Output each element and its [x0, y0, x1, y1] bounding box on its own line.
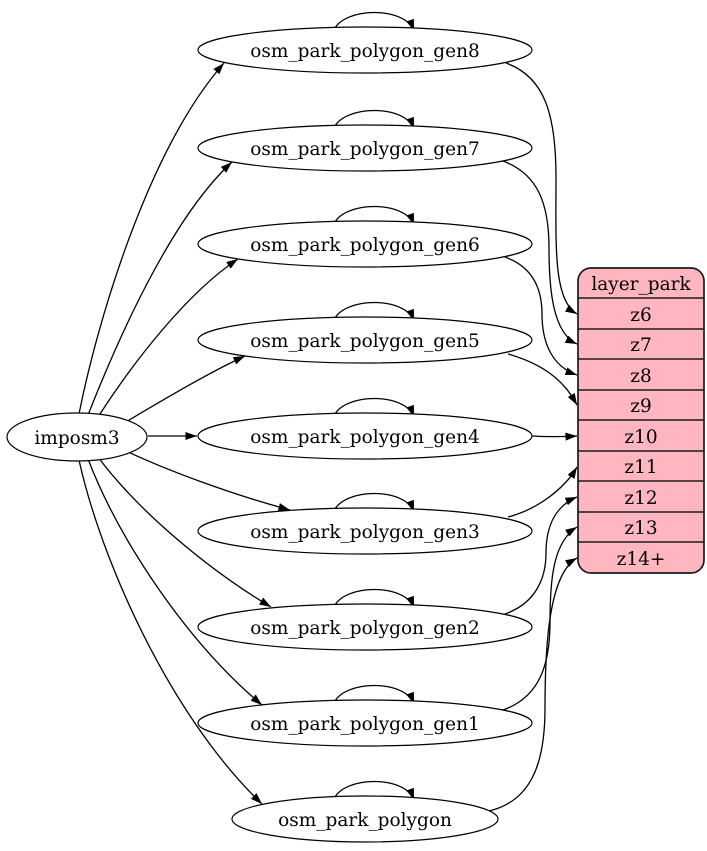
self-loop-gen5	[333, 301, 415, 322]
self-loop-gen1	[333, 684, 415, 705]
gen1-ellipse	[197, 699, 533, 747]
gen4-label: osm_park_polygon_gen4	[250, 427, 480, 448]
gen7-label: osm_park_polygon_gen7	[250, 139, 480, 160]
polygon-ellipse	[231, 795, 499, 843]
edge-imposm3-to-gen2	[97, 456, 272, 608]
row-label-z12: z12	[624, 488, 657, 509]
gen5-label: osm_park_polygon_gen5	[250, 331, 480, 352]
edge-imposm3-to-gen6	[97, 258, 239, 418]
edge-gen7-to-z7	[502, 160, 578, 345]
gen8-ellipse	[197, 26, 533, 74]
self-loop-gen8	[333, 11, 415, 32]
row-label-z13: z13	[624, 518, 657, 539]
gen2-label: osm_park_polygon_gen2	[250, 618, 480, 639]
edge-imposm3-to-polygon	[78, 459, 263, 805]
node-osm_park_polygon_gen4: osm_park_polygon_gen4	[197, 412, 533, 460]
self-loop-gen6	[333, 205, 415, 226]
row-label-z8: z8	[630, 366, 652, 387]
gen3-label: osm_park_polygon_gen3	[250, 522, 480, 543]
row-label-z6: z6	[630, 305, 652, 326]
node-imposm3: imposm3	[6, 412, 148, 462]
edge-imposm3-to-gen5	[123, 355, 246, 424]
imposm3-ellipse	[6, 412, 148, 462]
self-loop-polygon	[333, 780, 415, 801]
gen4-ellipse	[197, 412, 533, 460]
gen2-ellipse	[197, 603, 533, 651]
edge-imposm3-to-gen3	[123, 449, 291, 511]
gen8-label: osm_park_polygon_gen8	[250, 41, 480, 62]
gen7-ellipse	[197, 124, 533, 172]
edge-gen8-to-z6	[505, 62, 578, 315]
edge-gen4-to-z10	[531, 432, 578, 441]
self-loop-gen3	[333, 492, 415, 513]
edges-to-record	[488, 62, 578, 812]
gen6-label: osm_park_polygon_gen6	[250, 235, 480, 256]
gen6-ellipse	[197, 220, 533, 268]
node-osm_park_polygon_gen1: osm_park_polygon_gen1	[197, 699, 533, 747]
self-loop-gen2	[333, 588, 415, 609]
edge-gen3-to-z11	[507, 466, 578, 518]
edge-gen5-to-z9	[507, 353, 578, 406]
node-layer_park: layer_park z6 z7 z8 z9 z10 z11 z12 z13 z…	[577, 267, 705, 574]
edge-imposm3-to-gen7	[87, 161, 233, 416]
gen5-ellipse	[197, 316, 533, 364]
row-label-z11: z11	[624, 457, 657, 478]
self-loop-gen7	[333, 109, 415, 130]
node-osm_park_polygon_gen5: osm_park_polygon_gen5	[197, 316, 533, 364]
edge-imposm3-to-gen8	[78, 62, 225, 415]
node-osm_park_polygon_gen7: osm_park_polygon_gen7	[197, 124, 533, 172]
node-osm_park_polygon_gen8: osm_park_polygon_gen8	[197, 26, 533, 74]
edge-gen6-to-z8	[504, 256, 578, 376]
row-label-z14plus: z14+	[617, 549, 666, 570]
edge-imposm3-to-gen1	[87, 458, 263, 706]
self-loop-gen4	[333, 397, 415, 418]
layer-park-title: layer_park	[591, 274, 691, 295]
row-label-z9: z9	[630, 396, 652, 417]
edge-gen2-to-z12	[504, 496, 578, 615]
node-osm_park_polygon_gen6: osm_park_polygon_gen6	[197, 220, 533, 268]
edges-from-source	[78, 62, 291, 805]
gen1-label: osm_park_polygon_gen1	[250, 714, 480, 735]
row-label-z10: z10	[624, 427, 657, 448]
node-osm_park_polygon_gen3: osm_park_polygon_gen3	[197, 507, 533, 555]
imposm3-label: imposm3	[34, 428, 119, 449]
row-label-z7: z7	[630, 335, 652, 356]
polygon-label: osm_park_polygon	[278, 810, 452, 831]
node-osm_park_polygon: osm_park_polygon	[231, 795, 499, 843]
edge-polygon-to-z14plus	[488, 557, 578, 812]
self-loops	[333, 11, 415, 801]
gen3-ellipse	[197, 507, 533, 555]
node-osm_park_polygon_gen2: osm_park_polygon_gen2	[197, 603, 533, 651]
